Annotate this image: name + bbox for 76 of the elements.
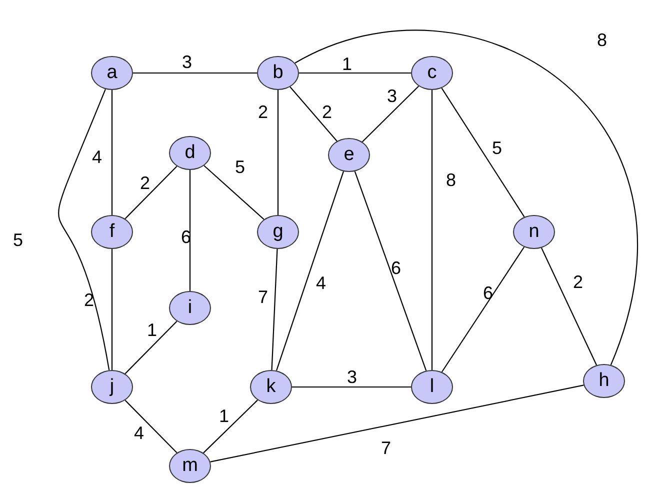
vertex-label: f (109, 221, 115, 243)
edge-line (111, 249, 113, 370)
edge-weight: 2 (322, 102, 332, 122)
vertex-label: g (272, 221, 284, 243)
edge-line (271, 248, 278, 370)
edge-weight: 2 (84, 290, 94, 310)
vertex-ellipse (169, 449, 211, 483)
vertex-label: l (430, 376, 434, 398)
edge-line (354, 171, 427, 371)
edge-line (133, 72, 257, 74)
vertex-label: n (528, 221, 540, 243)
edge-line (204, 165, 264, 220)
vertex-ellipse (169, 291, 211, 325)
vertex-ellipse (411, 370, 453, 404)
vertex-label: k (266, 376, 276, 398)
edge-weight: 6 (181, 227, 191, 247)
edge-weight: 6 (391, 258, 401, 278)
edge-weight: 4 (92, 147, 102, 167)
vertex-label: e (344, 144, 354, 166)
edge-line (441, 88, 525, 218)
vertex-ellipse (583, 364, 625, 398)
edge-weight: 6 (483, 283, 493, 303)
edge-line (58, 88, 110, 370)
edge-line (292, 386, 411, 388)
edge-weight: 5 (13, 230, 23, 250)
edge-line (431, 90, 433, 370)
edge-line (290, 86, 338, 142)
vertex-ellipse (411, 56, 453, 90)
vertex-label: j (110, 376, 114, 398)
vertex-ellipse (328, 138, 370, 172)
vertex-label: d (184, 142, 196, 164)
vertex-label: i (188, 297, 192, 319)
edge-line (189, 170, 191, 291)
edge-weight: 8 (597, 30, 607, 50)
edge-line (441, 246, 525, 372)
vertex-label: b (272, 62, 284, 84)
edge-line (124, 166, 178, 220)
vertex-label: a (106, 62, 118, 84)
edge-weight: 1 (147, 320, 157, 340)
edge-line (540, 248, 598, 366)
vertex-ellipse (257, 215, 299, 249)
vertex-ellipse (91, 56, 133, 90)
vertex-label: m (182, 455, 198, 477)
edge-weight: 2 (140, 173, 150, 193)
edge-line (299, 72, 411, 74)
edge-weight: 8 (446, 170, 456, 190)
edge-weight: 4 (134, 423, 144, 443)
vertex-ellipse (169, 136, 211, 170)
edge-weight: 3 (387, 86, 397, 106)
edge-line (124, 320, 178, 374)
edge-weight: 3 (182, 52, 192, 72)
vertex-label: c (427, 62, 437, 84)
edge-line (124, 400, 178, 454)
vertex-ellipse (513, 215, 555, 249)
edge-line (362, 86, 420, 142)
edge-line (203, 400, 258, 454)
edge-weight: 1 (342, 54, 352, 74)
edge-weight: 7 (381, 438, 391, 458)
edge-line (276, 171, 344, 371)
edge-weight: 2 (573, 272, 583, 292)
edge-line (210, 384, 584, 462)
vertex-ellipse (250, 370, 292, 404)
edge-weight: 1 (219, 406, 229, 426)
edge-weight: 7 (258, 287, 268, 307)
edge-weight: 5 (492, 138, 502, 158)
vertex-label: h (598, 370, 610, 392)
edge-weight: 5 (235, 157, 245, 177)
edge-line (294, 30, 638, 366)
edge-weight: 3 (347, 367, 357, 387)
vertex-ellipse (257, 56, 299, 90)
edge-line (111, 90, 113, 215)
vertex-ellipse (91, 215, 133, 249)
edge-weight: 2 (258, 102, 268, 122)
vertex-ellipse (91, 370, 133, 404)
edge-weight: 4 (316, 273, 326, 293)
edge-line (277, 90, 279, 215)
